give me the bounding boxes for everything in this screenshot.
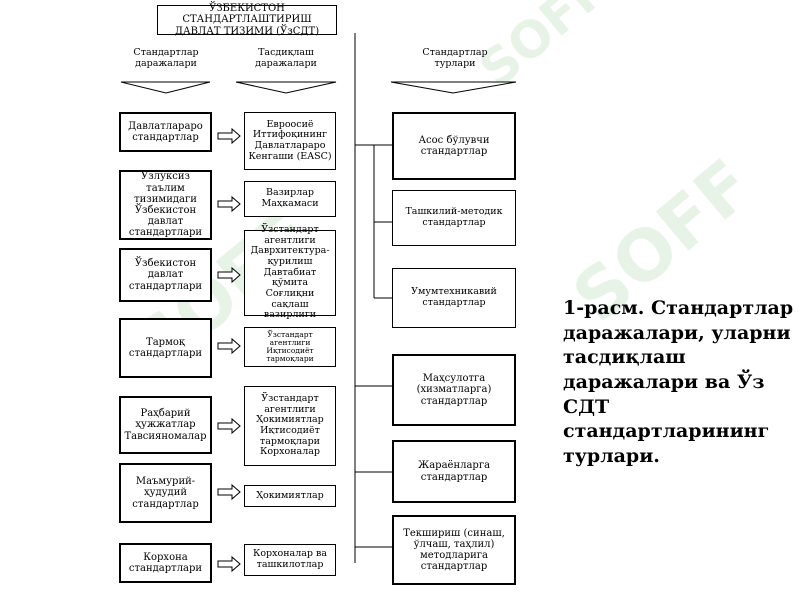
type-box: Текшириш (синаш, ўлчаш, таҳлил) методлар… — [392, 515, 516, 585]
approval-box: Евроосиё Иттифоқининг Давлатлараро Кенга… — [244, 112, 336, 170]
double-arrow-icon — [217, 555, 241, 573]
levels-header: Стандартлар даражалари — [133, 47, 199, 70]
approval-box: Ўзстандарт агентлиги Иқтисодиёт тармоқла… — [244, 327, 336, 367]
figure-caption: 1-расм. Стандартлар даражалари, уларни т… — [563, 297, 794, 468]
approval-box: Ҳокимиятлар — [244, 485, 336, 507]
approval-header-arrow — [235, 81, 337, 94]
levels-header-arrow — [120, 81, 211, 94]
double-arrow-icon — [217, 337, 241, 355]
level-box: Маъмурий-ҳудудий стандартлар — [119, 463, 212, 523]
double-arrow-icon — [217, 483, 241, 501]
level-box: Раҳбарий ҳужжатлар Тавсияномалар — [119, 396, 212, 454]
diagram-title: ЎЗБЕКИСТОН СТАНДАРТЛАШТИРИШ ДАВЛАТ ТИЗИМ… — [157, 3, 337, 37]
approval-box: Ўзстандарт агентлиги Ҳокимиятлар Иқтисод… — [244, 386, 336, 466]
approval-box: Ўзстандарт агентлиги Даврхитектура-қурил… — [244, 224, 336, 320]
level-box: Корхона стандартлари — [119, 543, 212, 583]
type-box: Ташкилий-методик стандартлар — [392, 190, 516, 246]
double-arrow-icon — [217, 266, 241, 284]
level-box: Тармоқ стандартлари — [119, 318, 212, 378]
type-box: Жараёнларга стандартлар — [392, 440, 516, 503]
types-header-arrow — [390, 81, 517, 94]
double-arrow-icon — [217, 195, 241, 213]
approval-box: Корхоналар ва ташкилотлар — [244, 544, 336, 576]
level-box: Ўзбекистон давлат стандартлари — [119, 248, 212, 302]
approval-header: Тасдиқлаш даражалари — [255, 47, 317, 70]
level-box: Узлуксиз таълим тизимидаги Ўзбекистон да… — [119, 170, 212, 240]
type-box: Умумтехникавий стандартлар — [392, 268, 516, 328]
double-arrow-icon — [217, 417, 241, 435]
type-box: Маҳсулотга (хизматларга) стандартлар — [392, 354, 516, 426]
double-arrow-icon — [217, 127, 241, 145]
types-header: Стандартлар турлари — [422, 47, 488, 70]
type-box: Асос бўлувчи стандартлар — [392, 112, 516, 180]
level-box: Давлатлараро стандартлар — [119, 112, 212, 152]
approval-box: Вазирлар Маҳкамаси — [244, 181, 336, 217]
